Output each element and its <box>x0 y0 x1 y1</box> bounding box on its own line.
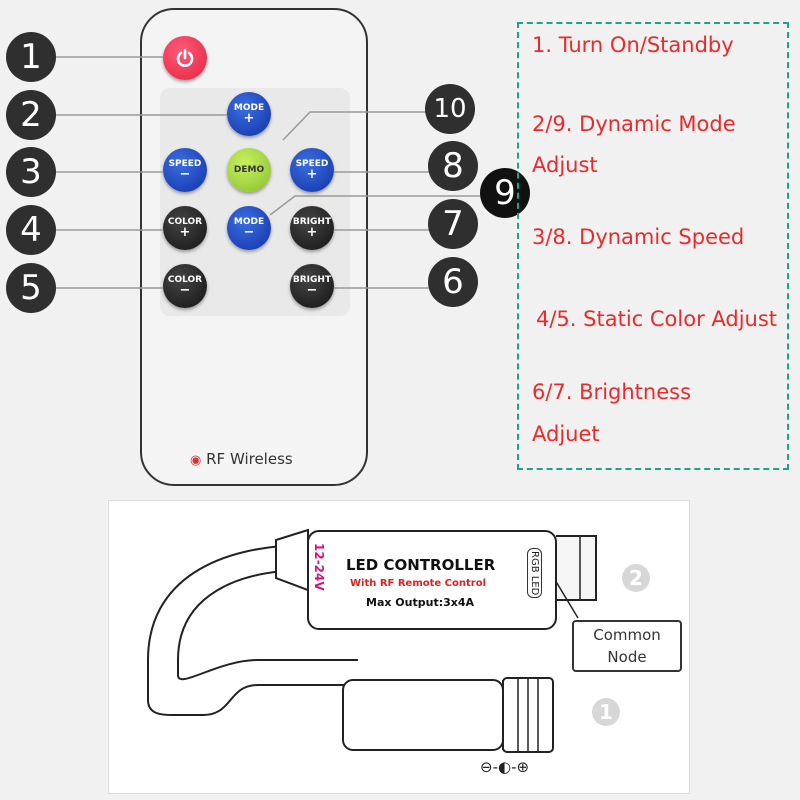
plus-icon: + <box>306 167 318 182</box>
power-button[interactable] <box>163 36 207 80</box>
minus-icon: − <box>179 283 191 298</box>
led-controller-subtitle: With RF Remote Control <box>350 578 487 589</box>
common-node-line-1: Common <box>593 626 661 644</box>
max-output-label: Max Output:3x4A <box>366 596 475 609</box>
callout-5: 5 <box>6 263 56 313</box>
color-plus-label: COLOR <box>167 217 203 227</box>
mode-minus-label: MODE <box>233 217 265 227</box>
callout-6: 6 <box>428 257 478 307</box>
rf-wireless-label: ◉ RF Wireless <box>190 450 293 468</box>
plus-icon: + <box>243 111 255 126</box>
speed-minus-button[interactable]: SPEED − <box>163 148 207 192</box>
legend-item-6b: Adjuet <box>532 422 600 446</box>
callout-2: 2 <box>6 90 56 140</box>
speed-minus-label: SPEED <box>168 159 202 169</box>
part-number-2: 2 <box>622 564 650 592</box>
minus-icon: − <box>179 167 191 182</box>
demo-button[interactable]: DEMO <box>227 148 271 192</box>
mode-minus-button[interactable]: MODE − <box>227 206 271 250</box>
mode-plus-button[interactable]: MODE + <box>227 92 271 136</box>
bright-plus-button[interactable]: BRIGHT + <box>290 206 334 250</box>
legend-box <box>517 22 789 470</box>
mode-plus-label: MODE <box>233 103 265 113</box>
speed-plus-button[interactable]: SPEED + <box>290 148 334 192</box>
minus-icon: − <box>306 283 318 298</box>
callout-10: 10 <box>425 84 475 134</box>
speed-plus-label: SPEED <box>295 159 329 169</box>
voltage-label: 12-24V <box>312 543 326 591</box>
legend-item-1: 1. Turn On/Standby <box>532 33 734 57</box>
rgb-led-port-label: RGB LED <box>527 548 542 599</box>
demo-label: DEMO <box>233 165 265 175</box>
rf-wireless-text: RF Wireless <box>206 450 293 468</box>
power-icon <box>176 48 194 67</box>
callout-3: 3 <box>6 147 56 197</box>
led-controller-box <box>307 530 557 630</box>
plus-icon: + <box>306 225 318 240</box>
callout-4: 4 <box>6 205 56 255</box>
callout-8: 8 <box>428 141 478 191</box>
plus-icon: + <box>179 225 191 240</box>
callout-7: 7 <box>428 199 478 249</box>
callout-9: 9 <box>480 168 530 218</box>
minus-icon: − <box>243 225 255 240</box>
bright-minus-label: BRIGHT <box>292 275 332 285</box>
bright-plus-label: BRIGHT <box>292 217 332 227</box>
wireless-icon: ◉ <box>190 453 202 468</box>
controller-cable-drawing <box>147 528 597 753</box>
callout-1: 1 <box>6 32 56 82</box>
common-node-callout: Common Node <box>572 620 682 672</box>
legend-item-3: 3/8. Dynamic Speed <box>532 225 745 249</box>
led-controller-title: LED CONTROLLER <box>346 556 496 574</box>
legend-item-2b: Adjust <box>532 153 598 177</box>
color-plus-button[interactable]: COLOR + <box>163 206 207 250</box>
common-node-line-2: Node <box>607 648 647 666</box>
legend-item-2a: 2/9. Dynamic Mode <box>532 112 736 136</box>
legend-item-6a: 6/7. Brightness <box>532 380 692 404</box>
part-number-1: 1 <box>592 698 620 726</box>
bright-minus-button[interactable]: BRIGHT − <box>290 264 334 308</box>
legend-item-4: 4/5. Static Color Adjust <box>536 307 778 331</box>
color-minus-label: COLOR <box>167 275 203 285</box>
color-minus-button[interactable]: COLOR − <box>163 264 207 308</box>
polarity-symbol: ⊖-◐-⊕ <box>480 758 530 776</box>
